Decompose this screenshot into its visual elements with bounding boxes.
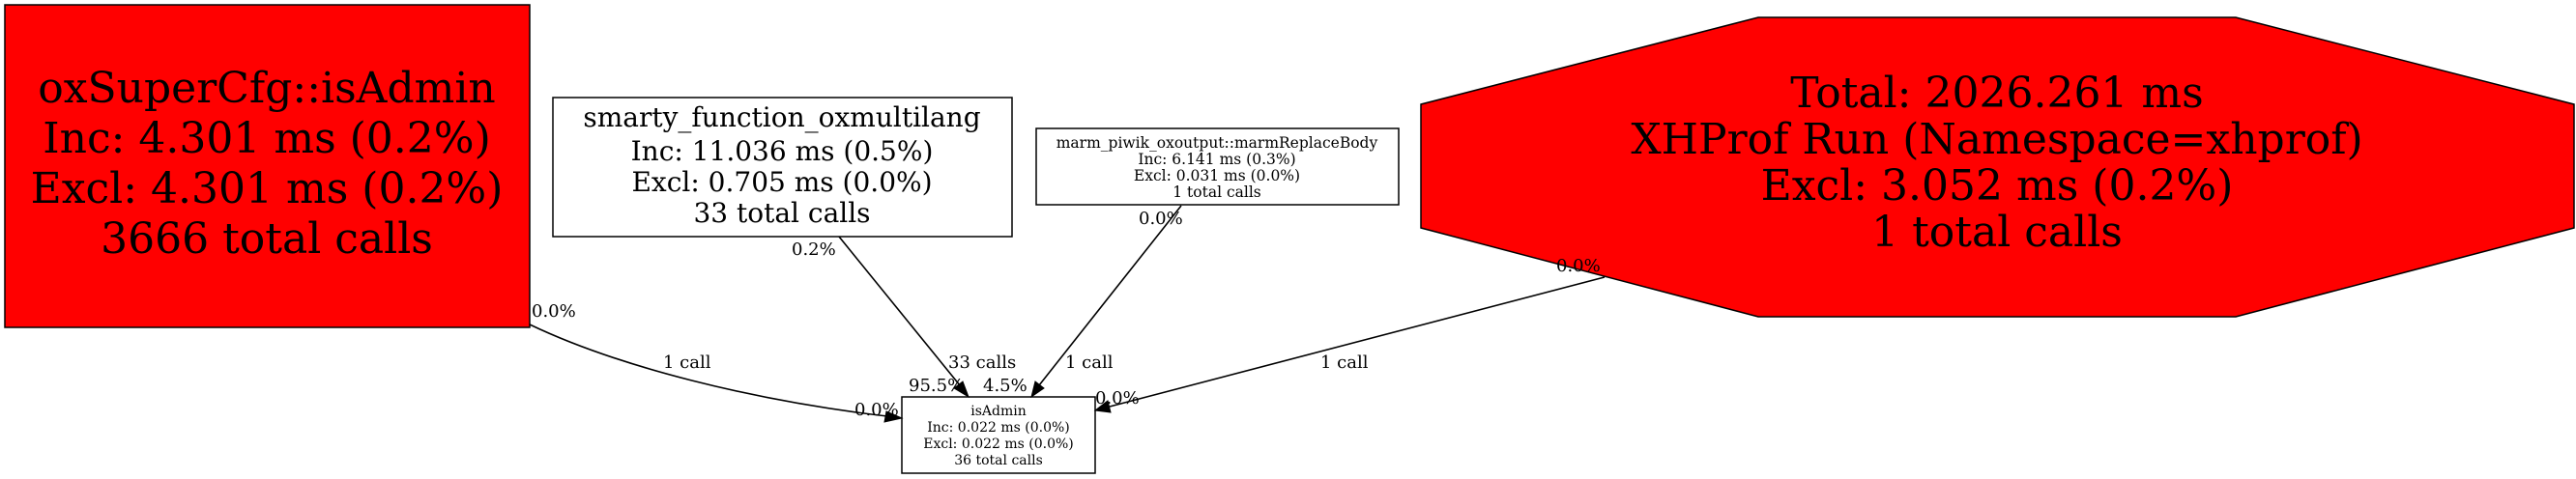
edge-call-label: 1 call xyxy=(663,352,711,373)
node-total-time: Total: 2026.261 ms xyxy=(1790,69,2203,118)
edge-tail-label: 0.0% xyxy=(532,301,576,322)
node-octagon xyxy=(1420,16,2575,318)
edge-call-label: 1 call xyxy=(1065,352,1114,373)
arrowhead-icon xyxy=(1030,380,1045,399)
edge-head-label: 0.0% xyxy=(1095,388,1140,409)
edge-tail-label: 0.0% xyxy=(1556,256,1601,276)
arrowhead-icon xyxy=(953,380,970,399)
node-exclusive-time: Excl: 0.031 ms (0.0%) xyxy=(1134,167,1300,184)
node-function-name: oxSuperCfg::isAdmin xyxy=(38,64,496,113)
edge-call-label: 1 call xyxy=(1320,352,1369,373)
node-total-calls: 36 total calls xyxy=(954,453,1043,468)
node-total-calls: 3666 total calls xyxy=(101,214,433,264)
node-run-name: XHProf Run (Namespace=xhprof) xyxy=(1631,115,2362,164)
node-exclusive-time: Excl: 0.022 ms (0.0%) xyxy=(923,437,1074,452)
edge-line xyxy=(1038,205,1182,386)
edge-call-label: 33 calls xyxy=(948,352,1016,373)
node-box xyxy=(4,4,531,328)
arrowhead-icon xyxy=(1093,400,1112,413)
edge-tail-label: 0.2% xyxy=(792,240,836,260)
node-exclusive-time: Excl: 3.052 ms (0.2%) xyxy=(1761,161,2234,211)
node-marm-replace-body[interactable]: marm_piwik_oxoutput::marmReplaceBody Inc… xyxy=(1035,127,1400,206)
node-inclusive-time: Inc: 6.141 ms (0.3%) xyxy=(1138,151,1295,168)
edge-line xyxy=(1109,276,1606,408)
node-box xyxy=(552,97,1013,238)
edge-root-to-isadmin: 0.0% 1 call 0.0% xyxy=(1093,256,1606,413)
node-exclusive-time: Excl: 4.301 ms (0.2%) xyxy=(31,164,504,213)
node-exclusive-time: Excl: 0.705 ms (0.0%) xyxy=(631,166,932,198)
node-oxsupercfg-isadmin[interactable]: oxSuperCfg::isAdmin Inc: 4.301 ms (0.2%)… xyxy=(4,4,531,328)
node-total-calls: 1 total calls xyxy=(1172,183,1261,201)
node-function-name: smarty_function_oxmultilang xyxy=(583,101,980,133)
node-total-calls: 1 total calls xyxy=(1871,208,2123,257)
node-isadmin[interactable]: isAdmin Inc: 0.022 ms (0.0%) Excl: 0.022… xyxy=(901,396,1096,474)
edge-smarty-to-isadmin: 0.2% 33 calls 95.5% xyxy=(792,236,1016,399)
node-function-name: isAdmin xyxy=(970,404,1027,419)
edge-marm-to-isadmin: 0.0% 1 call 4.5% xyxy=(983,205,1183,399)
node-box xyxy=(901,396,1096,474)
node-total-calls: 33 total calls xyxy=(693,197,870,229)
edge-oxsupercfg-to-isadmin: 0.0% 1 call 0.0% xyxy=(529,301,904,423)
node-smarty-function-oxmultilang[interactable]: smarty_function_oxmultilang Inc: 11.036 … xyxy=(552,97,1013,238)
edge-line xyxy=(838,236,961,386)
edge-tail-label: 0.0% xyxy=(1139,209,1183,229)
node-inclusive-time: Inc: 11.036 ms (0.5%) xyxy=(631,135,934,167)
node-box xyxy=(1035,127,1400,206)
edge-line xyxy=(529,324,888,417)
edge-head-label: 4.5% xyxy=(983,376,1028,396)
edge-head-label: 95.5% xyxy=(909,376,964,396)
node-inclusive-time: Inc: 0.022 ms (0.0%) xyxy=(927,420,1070,436)
edge-head-label: 0.0% xyxy=(854,400,899,420)
node-inclusive-time: Inc: 4.301 ms (0.2%) xyxy=(43,114,491,163)
node-function-name: marm_piwik_oxoutput::marmReplaceBody xyxy=(1056,134,1378,152)
arrowhead-icon xyxy=(883,410,904,423)
node-xhprof-run-root[interactable]: Total: 2026.261 ms XHProf Run (Namespace… xyxy=(1420,16,2575,318)
